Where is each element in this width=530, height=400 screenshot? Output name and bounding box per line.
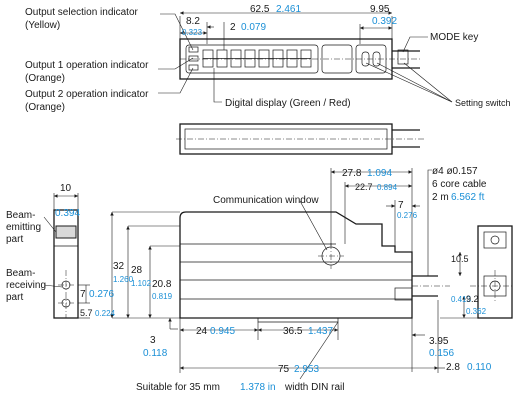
dim-27-8-mm: 27.8 — [342, 168, 362, 179]
output2-color-label: (Orange) — [25, 102, 65, 113]
digital-display-label: Digital display (Green / Red) — [225, 98, 351, 109]
top-view — [179, 38, 420, 80]
cable-diameter-label: ø4 ø0.157 — [432, 166, 478, 177]
mode-key-label: MODE key — [430, 32, 478, 43]
dim-28-inch: 1.102 — [131, 279, 152, 288]
dim-7-left-inch: 0.276 — [89, 289, 114, 300]
cable-length-ft: 6.562 ft — [451, 192, 485, 203]
dim-22-7-mm: 22.7 — [355, 182, 373, 192]
bottom-view — [179, 211, 450, 323]
dim-3-mm: 3 — [150, 335, 156, 346]
dim-7-right-mm: 7 — [398, 200, 404, 211]
cable-core-label: 6 core cable — [432, 179, 487, 190]
dim-20-8-inch: 0.819 — [152, 292, 173, 301]
dim-24-mm: 24 — [196, 326, 208, 337]
dim-9-95-mm: 9.95 — [370, 4, 390, 15]
beam-emitting-label-2: emitting — [6, 222, 41, 233]
dim-5-7-inch: 0.224 — [95, 309, 116, 318]
dim-2-8-mm: 2.8 — [446, 362, 460, 373]
dim-10-mm: 10 — [60, 183, 72, 194]
dim-10-5-inch: 0.413 — [451, 295, 472, 304]
beam-emitting-label-3: part — [6, 234, 23, 245]
dim-75-inch: 2.953 — [294, 364, 319, 375]
beam-receiving-label-3: part — [6, 292, 23, 303]
beam-receiving-label-2: receiving — [6, 280, 46, 291]
mode-key — [397, 49, 409, 65]
dim-24-inch: 0.945 — [210, 326, 235, 337]
dim-7-left-mm: 7 — [80, 289, 86, 300]
dim-28-mm: 28 — [131, 265, 143, 276]
cable-diameter-text: ø4 ø0.157 — [432, 166, 478, 177]
dim-62-5-mm: 62.5 — [250, 4, 270, 15]
dim-10-inch: 0.394 — [55, 208, 80, 219]
dim-5-7-mm: 5.7 — [80, 308, 93, 318]
dim-3-inch: 0.118 — [143, 348, 168, 359]
output1-indicator-led — [188, 55, 199, 62]
dim-36-5-mm: 36.5 — [283, 326, 303, 337]
dim-9-95-inch: 0.392 — [372, 16, 397, 27]
beam-emitting-label-1: Beam- — [6, 210, 35, 221]
beam-receiving-label-1: Beam- — [6, 268, 35, 279]
din-rail-label-inch: 1.378 in — [240, 382, 276, 393]
dim-8-2-mm: 8.2 — [186, 16, 200, 27]
communication-window-label: Communication window — [213, 195, 319, 206]
output-selection-color-label: (Yellow) — [25, 20, 60, 31]
middle-view — [176, 123, 425, 155]
digital-display — [202, 49, 312, 68]
output2-indicator-label: Output 2 operation indicator — [25, 89, 149, 100]
cable-length-mm: 2 m — [432, 192, 449, 203]
dim-9-2-mm: 9.2 — [466, 294, 479, 304]
dim-22-7-inch: 0.894 — [377, 183, 398, 192]
output1-color-label: (Orange) — [25, 73, 65, 84]
dim-2-8-inch: 0.110 — [467, 362, 492, 373]
dim-2-mm: 2 — [230, 22, 236, 33]
output-selection-indicator-led — [188, 46, 199, 53]
dim-3-95-mm: 3.95 — [429, 336, 449, 347]
dim-36-5-inch: 1.437 — [308, 326, 333, 337]
left-side-view — [53, 209, 79, 319]
dim-32-inch: 1.260 — [113, 275, 134, 284]
dim-9-2-inch: 0.362 — [466, 307, 487, 316]
output1-indicator-label: Output 1 operation indicator — [25, 60, 149, 71]
dim-3-95-inch: 0.156 — [429, 348, 454, 359]
dim-62-5-inch: 2.461 — [276, 4, 301, 15]
output-selection-indicator-label: Output selection indicator — [25, 7, 139, 18]
dim-10-5-mm: 10.5 — [451, 254, 469, 264]
din-rail-label-prefix: Suitable for 35 mm — [136, 382, 220, 393]
dim-7-right-inch: 0.276 — [397, 211, 418, 220]
output2-indicator-led — [188, 64, 199, 71]
dim-8-2-inch: 0.323 — [182, 28, 203, 37]
setting-switch-label: Setting switch — [455, 98, 511, 108]
dim-2-inch: 0.079 — [241, 22, 266, 33]
dim-75-mm: 75 — [278, 364, 290, 375]
dim-32-mm: 32 — [113, 261, 125, 272]
right-side-view — [470, 225, 513, 319]
dim-27-8-inch: 1.094 — [367, 168, 392, 179]
dimension-lines — [43, 11, 479, 380]
dim-20-8-mm: 20.8 — [152, 279, 172, 290]
din-rail-label-suffix: width DIN rail — [284, 382, 344, 393]
